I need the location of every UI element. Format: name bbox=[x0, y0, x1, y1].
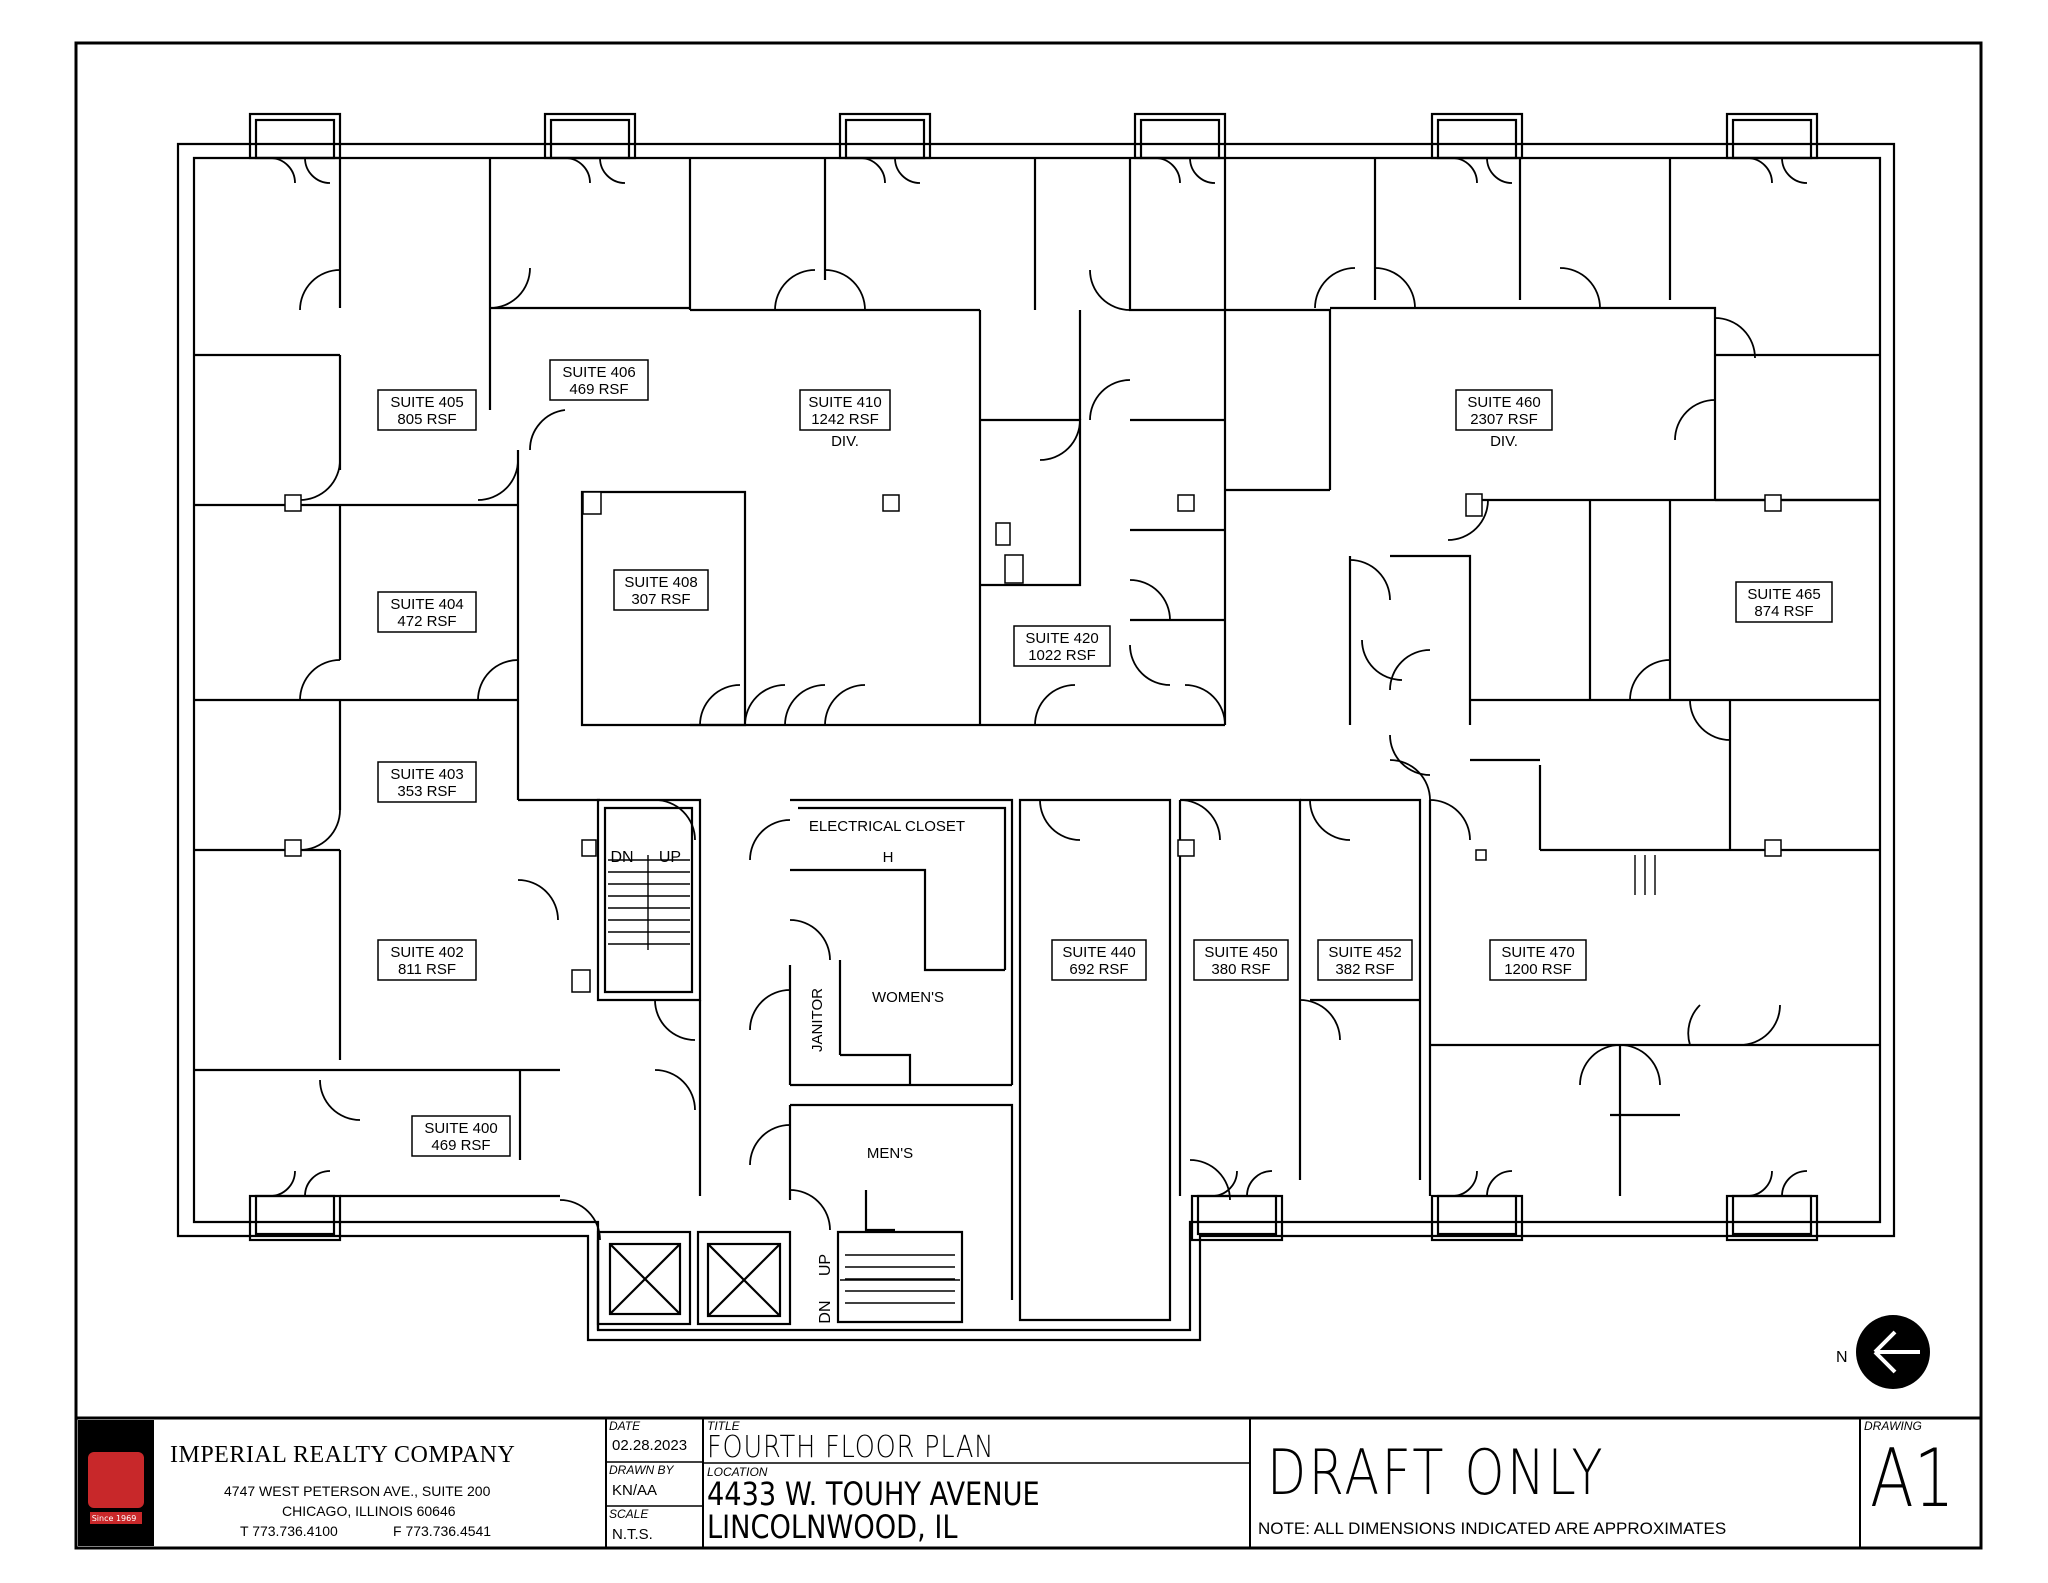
title-label: TITLE bbox=[707, 1419, 740, 1433]
date-label: DATE bbox=[609, 1419, 641, 1433]
svg-text:1242 RSF: 1242 RSF bbox=[811, 411, 879, 428]
title-block: Since 1969 bbox=[76, 1416, 1981, 1548]
draft-stamp: DRAFT ONLY bbox=[1267, 1436, 1606, 1509]
suite-410-tag: SUITE 410 1242 RSF DIV. bbox=[799, 389, 891, 450]
door-swings bbox=[269, 157, 1808, 1241]
svg-text:SUITE 405: SUITE 405 bbox=[390, 394, 463, 411]
svg-text:692 RSF: 692 RSF bbox=[1069, 961, 1128, 978]
suite-420-tag: SUITE 420 1022 RSF bbox=[1013, 625, 1111, 667]
suite-460-tag: SUITE 460 2307 RSF DIV. bbox=[1455, 389, 1553, 450]
suite-404-tag: SUITE 404 472 RSF bbox=[377, 591, 477, 633]
electrical-h-marker: H bbox=[883, 849, 894, 866]
drawing-number: A1 bbox=[1870, 1432, 1955, 1525]
stair-up-label: UP bbox=[659, 849, 681, 866]
suite-470-tag: SUITE 470 1200 RSF bbox=[1489, 939, 1587, 981]
suite-452-tag: SUITE 452 382 RSF bbox=[1317, 939, 1413, 981]
company-name: IMPERIAL REALTY COMPANY bbox=[170, 1442, 516, 1468]
svg-text:380 RSF: 380 RSF bbox=[1211, 961, 1270, 978]
svg-text:SUITE 440: SUITE 440 bbox=[1062, 944, 1135, 961]
svg-text:SUITE 400: SUITE 400 bbox=[424, 1120, 497, 1137]
suite-450-tag: SUITE 450 380 RSF bbox=[1193, 939, 1289, 981]
suite-405-tag: SUITE 405 805 RSF bbox=[377, 389, 477, 431]
svg-text:SUITE 403: SUITE 403 bbox=[390, 766, 463, 783]
svg-text:811 RSF: 811 RSF bbox=[398, 961, 456, 978]
svg-text:SUITE 420: SUITE 420 bbox=[1025, 630, 1098, 647]
svg-text:SUITE 470: SUITE 470 bbox=[1501, 944, 1574, 961]
stair-treads bbox=[608, 855, 1656, 1304]
svg-text:DIV.: DIV. bbox=[1490, 433, 1518, 450]
stair-up-label-south: UP bbox=[817, 1254, 834, 1276]
janitor-label: JANITOR bbox=[809, 988, 826, 1052]
window-bays-top bbox=[248, 112, 1819, 160]
suite-403-tag: SUITE 403 353 RSF bbox=[377, 761, 477, 803]
svg-text:472 RSF: 472 RSF bbox=[397, 613, 456, 630]
drawn-label: DRAWN BY bbox=[609, 1463, 674, 1477]
dimensions-note: NOTE: ALL DIMENSIONS INDICATED ARE APPRO… bbox=[1258, 1519, 1727, 1538]
building-walls bbox=[176, 112, 1896, 1342]
suite-400-tag: SUITE 400 469 RSF bbox=[411, 1115, 511, 1157]
drawing-title: FOURTH FLOOR PLAN bbox=[707, 1430, 995, 1465]
location-line-1: 4433 W. TOUHY AVENUE bbox=[707, 1475, 1040, 1513]
womens-label: WOMEN'S bbox=[872, 989, 944, 1006]
svg-text:469 RSF: 469 RSF bbox=[569, 381, 628, 398]
svg-text:DIV.: DIV. bbox=[831, 433, 859, 450]
svg-text:SUITE 402: SUITE 402 bbox=[390, 944, 463, 961]
suite-402-tag: SUITE 402 811 RSF bbox=[377, 939, 477, 981]
location-line-2: LINCOLNWOOD, IL bbox=[707, 1508, 958, 1546]
suite-465-tag: SUITE 465 874 RSF bbox=[1735, 581, 1833, 623]
suite-406-tag: SUITE 406 469 RSF bbox=[549, 359, 649, 401]
date-value: 02.28.2023 bbox=[612, 1437, 688, 1454]
drawing-label: DRAWING bbox=[1864, 1419, 1922, 1433]
svg-text:SUITE 460: SUITE 460 bbox=[1467, 394, 1540, 411]
drawn-value: KN/AA bbox=[612, 1482, 658, 1499]
svg-text:SUITE 450: SUITE 450 bbox=[1204, 944, 1277, 961]
location-label: LOCATION bbox=[707, 1465, 768, 1479]
scale-value: N.T.S. bbox=[612, 1526, 653, 1543]
column-markers bbox=[284, 491, 1782, 993]
company-address-1: 4747 WEST PETERSON AVE., SUITE 200 bbox=[224, 1483, 491, 1499]
suite-labels: SUITE 405 805 RSF SUITE 406 469 RSF SUIT… bbox=[377, 359, 1833, 1157]
company-phone: T 773.736.4100 bbox=[240, 1523, 338, 1539]
stair-dn-label: DN bbox=[610, 849, 633, 866]
svg-text:874 RSF: 874 RSF bbox=[1754, 603, 1813, 620]
company-address-2: CHICAGO, ILLINOIS 60646 bbox=[282, 1503, 456, 1519]
north-label: N bbox=[1836, 1349, 1848, 1366]
svg-text:SUITE 408: SUITE 408 bbox=[624, 574, 697, 591]
svg-text:SUITE 465: SUITE 465 bbox=[1747, 586, 1820, 603]
svg-text:1022 RSF: 1022 RSF bbox=[1028, 647, 1096, 664]
mens-label: MEN'S bbox=[867, 1145, 913, 1162]
north-arrow: N bbox=[1836, 1315, 1930, 1389]
sheet-border bbox=[74, 41, 1983, 1550]
svg-text:SUITE 404: SUITE 404 bbox=[390, 596, 463, 613]
svg-text:353 RSF: 353 RSF bbox=[397, 783, 456, 800]
svg-text:SUITE 410: SUITE 410 bbox=[808, 394, 881, 411]
svg-text:382 RSF: 382 RSF bbox=[1335, 961, 1394, 978]
company-logo bbox=[88, 1452, 144, 1524]
svg-text:1200 RSF: 1200 RSF bbox=[1504, 961, 1572, 978]
stair-dn-label-south: DN bbox=[817, 1300, 834, 1323]
svg-text:307 RSF: 307 RSF bbox=[631, 591, 690, 608]
logo-since: Since 1969 bbox=[92, 1514, 137, 1523]
svg-text:SUITE 406: SUITE 406 bbox=[562, 364, 635, 381]
electrical-closet-label: ELECTRICAL CLOSET bbox=[809, 818, 965, 835]
core-labels: ELECTRICAL CLOSET H WOMEN'S MEN'S JANITO… bbox=[610, 818, 965, 1324]
svg-text:2307 RSF: 2307 RSF bbox=[1470, 411, 1538, 428]
company-fax: F 773.736.4541 bbox=[393, 1523, 492, 1539]
suite-408-tag: SUITE 408 307 RSF bbox=[613, 569, 709, 611]
svg-text:805 RSF: 805 RSF bbox=[397, 411, 456, 428]
svg-text:469 RSF: 469 RSF bbox=[431, 1137, 490, 1154]
scale-label: SCALE bbox=[609, 1507, 649, 1521]
window-bays-bottom bbox=[248, 1194, 1819, 1242]
svg-text:SUITE 452: SUITE 452 bbox=[1328, 944, 1401, 961]
suite-440-tag: SUITE 440 692 RSF bbox=[1051, 939, 1147, 981]
